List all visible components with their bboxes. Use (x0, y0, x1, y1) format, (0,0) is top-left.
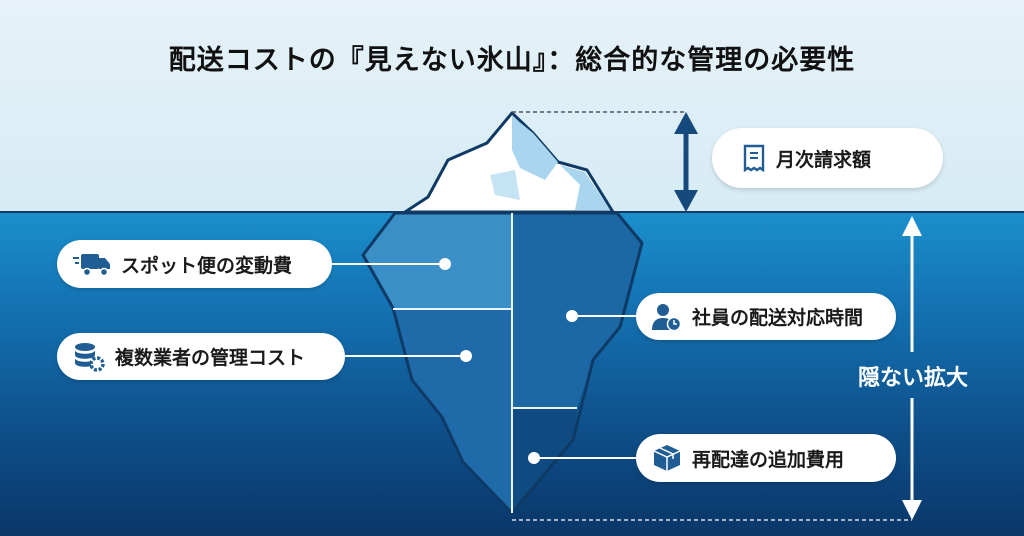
connector-dot (566, 310, 578, 322)
label-text: 社員の配送対応時間 (692, 307, 864, 329)
segment-redelivery (512, 408, 577, 513)
label-redelivery: 再配達の追加費用 (636, 434, 896, 482)
label-text: 複数業者の管理コスト (115, 347, 306, 369)
truck-icon (73, 254, 110, 277)
connector-dot (460, 350, 472, 362)
connector-dot (439, 258, 451, 270)
page-title: 配送コストの『見えない氷山』：総合的な管理の必要性 (168, 45, 856, 76)
iceberg-tip-shade (560, 165, 610, 210)
label-staff-time: 社員の配送対応時間 (636, 293, 896, 340)
iceberg-tip-shade (512, 116, 558, 180)
label-multi-vendor: 複数業者の管理コスト (57, 333, 345, 380)
database-gear-icon (75, 342, 105, 372)
label-monthly-invoice: 月次請求額 (712, 128, 943, 188)
hidden-growth-arrow (902, 216, 922, 520)
hidden-growth-label: 隠ない拡大 (857, 366, 968, 391)
person-clock-icon (652, 303, 682, 331)
iceberg-tip-shade (490, 170, 520, 200)
label-text: スポット便の変動費 (121, 254, 293, 277)
label-text: 月次請求額 (776, 148, 872, 171)
segment-spot-delivery (363, 213, 512, 309)
label-text: 再配達の追加費用 (692, 448, 845, 471)
segment-multi-vendor (393, 309, 512, 513)
box-icon (653, 445, 681, 471)
receipt-icon (743, 144, 765, 172)
visible-height-arrow (674, 112, 698, 212)
label-spot-delivery: スポット便の変動費 (57, 240, 332, 288)
segment-staff-time (512, 213, 642, 408)
connector-dot (528, 452, 540, 464)
